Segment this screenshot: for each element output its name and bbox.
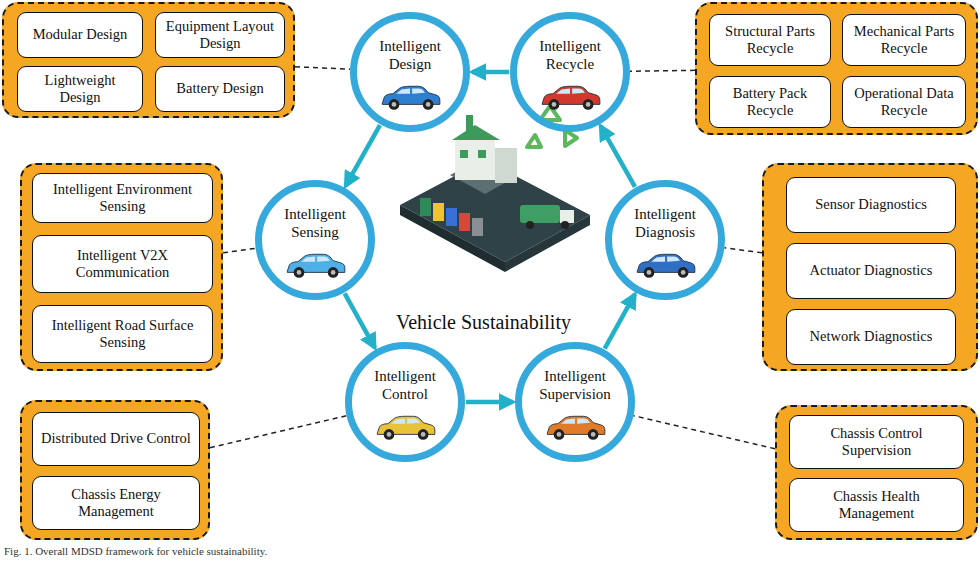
stage-circle: Intelligent Sensing <box>255 180 375 300</box>
sub-box: Chassis Control Supervision <box>789 415 964 469</box>
group-panel: Chassis Control SupervisionChassis Healt… <box>775 405 978 540</box>
item-label: Chassis Health Management <box>796 488 957 523</box>
leader-line <box>633 416 775 449</box>
item-label: Intelligent Road Surface Sensing <box>39 317 206 352</box>
sub-box: Lightweight Design <box>17 66 143 112</box>
item-label: Intelligent V2X Communication <box>39 247 206 282</box>
stage-title: Intelligent Design <box>360 37 460 73</box>
sub-box: Intelligent Road Surface Sensing <box>32 305 213 363</box>
item-label: Battery Pack Recycle <box>716 85 824 120</box>
item-label: Network Diagnostics <box>810 328 933 345</box>
car-icon <box>377 416 435 439</box>
leader-line <box>295 67 350 70</box>
item-label: Mechanical Parts Recycle <box>849 23 959 58</box>
car-icon <box>287 254 345 277</box>
flow-arrow <box>345 293 375 347</box>
leader-line <box>630 70 695 72</box>
leader-line <box>724 248 762 253</box>
item-label: Structural Parts Recycle <box>716 23 824 58</box>
car-icon <box>382 86 440 109</box>
stage-title: Intelligent Supervision <box>525 367 625 403</box>
figure-caption: Fig. 1. Overall MDSD framework for vehic… <box>4 545 267 557</box>
leader-line <box>210 416 347 448</box>
flow-arrow <box>346 125 380 186</box>
sub-box: Sensor Diagnostics <box>786 177 956 233</box>
sub-box: Chassis Energy Management <box>32 476 200 530</box>
stage-circle: Intelligent Recycle <box>510 12 630 132</box>
group-panel: Structural Parts Recycle Mechanical Parts… <box>695 2 978 135</box>
sub-box: Intelligent V2X Communication <box>32 235 213 293</box>
stage-title: Intelligent Diagnosis <box>615 205 715 241</box>
car-icon <box>542 86 600 109</box>
group-panel: Intelligent Environment SensingIntellige… <box>20 163 223 371</box>
flow-arrow <box>605 294 635 348</box>
leader-line <box>223 248 256 253</box>
item-label: Distributed Drive Control <box>41 430 191 447</box>
sub-box: Distributed Drive Control <box>32 412 200 466</box>
car-icon <box>547 416 605 439</box>
stage-title: Intelligent Recycle <box>520 37 620 73</box>
stage-title: Intelligent Control <box>355 367 455 403</box>
item-label: Chassis Control Supervision <box>796 425 957 460</box>
stage-circle: Intelligent Supervision <box>515 342 635 462</box>
sub-box: Actuator Diagnostics <box>786 243 956 299</box>
group-panel: Distributed Drive ControlChassis Energy … <box>20 400 210 540</box>
sub-box: Intelligent Environment Sensing <box>32 173 213 223</box>
item-label: Lightweight Design <box>24 72 136 107</box>
item-label: Modular Design <box>33 26 128 43</box>
item-label: Intelligent Environment Sensing <box>39 181 206 216</box>
item-label: Operational Data Recycle <box>849 85 959 120</box>
stage-title: Intelligent Sensing <box>265 205 365 241</box>
group-panel: Modular Design Equipment Layout DesignLig… <box>2 2 295 118</box>
stage-circle: Intelligent Diagnosis <box>605 180 725 300</box>
center-label: Vehicle Sustainability <box>396 311 571 334</box>
car-icon <box>637 254 695 277</box>
flow-arrow <box>466 400 513 405</box>
sub-box: Operational Data Recycle <box>842 76 966 128</box>
item-label: Equipment Layout Design <box>162 18 278 53</box>
item-label: Actuator Diagnostics <box>810 262 933 279</box>
sub-box: Structural Parts Recycle <box>709 14 831 66</box>
sub-box: Modular Design <box>17 12 143 58</box>
flow-arrow <box>601 126 635 187</box>
sub-box: Network Diagnostics <box>786 309 956 365</box>
stage-circle: Intelligent Control <box>345 342 465 462</box>
item-label: Chassis Energy Management <box>39 486 193 521</box>
flow-arrow <box>472 70 509 75</box>
sub-box: Battery Pack Recycle <box>709 76 831 128</box>
item-label: Battery Design <box>176 80 263 97</box>
sub-box: Chassis Health Management <box>789 478 964 532</box>
group-panel: Sensor DiagnosticsActuator DiagnosticsNe… <box>762 163 978 371</box>
stage-circle: Intelligent Design <box>350 12 470 132</box>
item-label: Sensor Diagnostics <box>815 196 927 213</box>
sub-box: Equipment Layout Design <box>155 12 285 58</box>
sub-box: Mechanical Parts Recycle <box>842 14 966 66</box>
sub-box: Battery Design <box>155 66 285 112</box>
